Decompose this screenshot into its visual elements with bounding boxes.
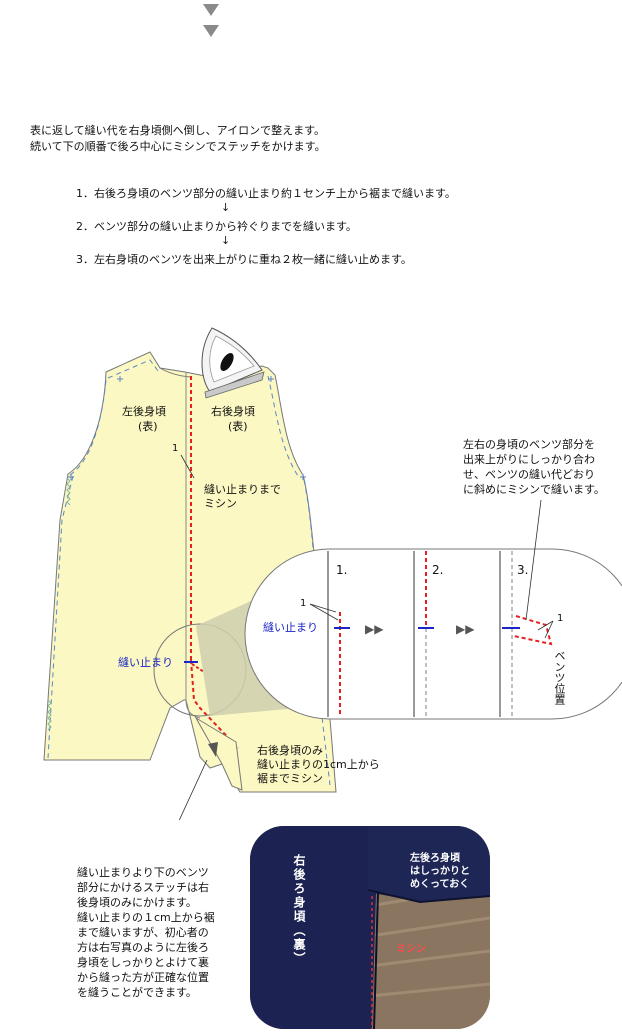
zoom-step-1: 1. bbox=[336, 563, 348, 577]
intro-text: 表に返して縫い代を右身頃側へ倒し、アイロンで整えます。 続いて下の順番で後ろ中心… bbox=[30, 123, 326, 155]
vent-position-label: ベンツ位置 bbox=[553, 650, 566, 705]
photo: 右後ろ身頃（裏） 左後ろ身頃 はしっかりと めくっておく ミシン bbox=[250, 826, 490, 1029]
bottom-note: 縫い止まりより下のベンツ 部分にかけるステッチは右 後身頃のみにかけます。 縫い… bbox=[77, 866, 215, 999]
zoom-step-2: 2. bbox=[432, 563, 444, 577]
photo-illustration bbox=[250, 826, 490, 1029]
play-icon: ▶▶ bbox=[456, 622, 475, 636]
photo-machine-label: ミシン bbox=[396, 944, 426, 955]
photo-vertical-label: 右後ろ身頃（裏） bbox=[292, 854, 306, 966]
right-panel-label: 右後身頃 bbox=[211, 405, 255, 418]
sewing-diagram bbox=[43, 327, 622, 820]
step-1: 1．右後ろ身頃のベンツ部分の縫い止まり約１センチ上から裾まで縫います。 bbox=[76, 187, 456, 200]
intro-line: 続いて下の順番で後ろ中心にミシンでステッチをかけます。 bbox=[30, 140, 326, 153]
top-note: 左右の身頃のベンツ部分を 出来上がりにしっかり合わ せ、ベンツの縫い代どおり に… bbox=[463, 438, 605, 496]
right-only-note: 右後身頃のみ 縫い止まりの1cm上から 裾までミシン bbox=[257, 744, 380, 785]
stop-sew-label: 縫い止まりまで ミシン bbox=[204, 483, 281, 510]
intro-line: 表に返して縫い代を右身頃側へ倒し、アイロンで整えます。 bbox=[30, 124, 326, 137]
step-2: 2．ベンツ部分の縫い止まりから衿ぐりまでを縫います。 bbox=[76, 220, 357, 233]
down-triangle-icon bbox=[203, 4, 219, 16]
left-side-label: (表) bbox=[138, 420, 158, 433]
iron-icon bbox=[201, 327, 265, 399]
zoom-step-3: 3. bbox=[517, 563, 529, 577]
down-triangle-icon bbox=[203, 25, 219, 37]
right-side-label: (表) bbox=[228, 420, 248, 433]
down-arrow-icon: ↓ bbox=[221, 201, 231, 214]
play-icon: ▶▶ bbox=[365, 622, 384, 636]
stop-label: 縫い止まり bbox=[118, 656, 173, 669]
zoom-stop-label: 縫い止まり bbox=[263, 621, 318, 634]
photo-flap-label: 左後ろ身頃 はしっかりと めくっておく bbox=[410, 853, 470, 890]
zoom-number-left: 1 bbox=[300, 598, 307, 609]
step-number-label: 1 bbox=[172, 443, 179, 454]
left-panel-label: 左後身頃 bbox=[122, 405, 166, 418]
zoom-number-right: 1 bbox=[557, 613, 564, 624]
down-arrow-icon: ↓ bbox=[221, 234, 231, 247]
step-3: 3．左右身頃のベンツを出来上がりに重ね２枚一緒に縫い止めます。 bbox=[76, 253, 412, 266]
